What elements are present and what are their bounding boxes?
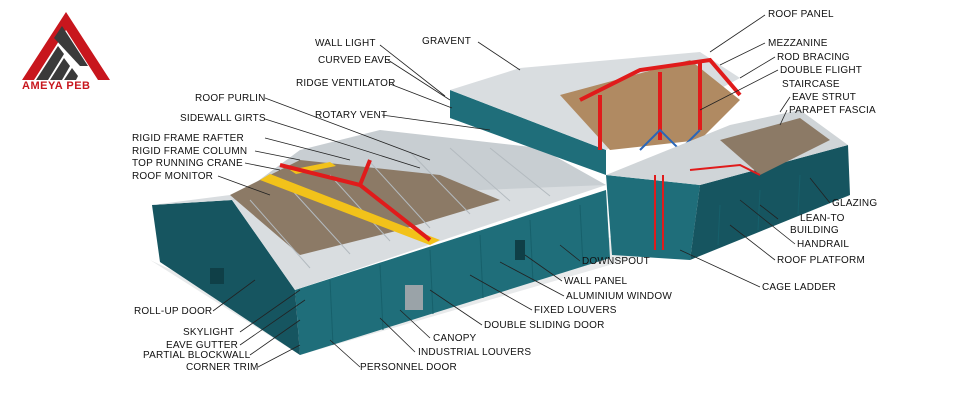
label-staircase: STAIRCASE [782, 79, 840, 90]
label-eave-strut: EAVE STRUT [792, 92, 857, 103]
label-handrail: HANDRAIL [797, 239, 850, 250]
label-roll-up-door: ROLL-UP DOOR [134, 306, 213, 317]
main-front-wall [295, 190, 610, 355]
label-wall-panel: WALL PANEL [564, 276, 628, 287]
label-roof-panel: ROOF PANEL [768, 9, 834, 20]
label-cage-ladder: CAGE LADDER [762, 282, 836, 293]
label-mezzanine: MEZZANINE [768, 38, 828, 49]
main-interior [230, 160, 500, 255]
annex-interior [720, 118, 830, 175]
top-running-crane-beam [260, 174, 440, 245]
label-top-running-crane: TOP RUNNING CRANE [132, 158, 243, 169]
label-partial-blockwall: PARTIAL BLOCKWALL [143, 350, 251, 361]
label-glazing: GLAZING [832, 198, 878, 209]
label-canopy: CANOPY [433, 333, 477, 344]
annex-side-wall [690, 145, 850, 260]
label-rod-bracing: ROD BRACING [777, 52, 850, 63]
label-building: BUILDING [790, 225, 839, 236]
label-eave-gutter: EAVE GUTTER [166, 340, 239, 351]
label-aluminium-window: ALUMINIUM WINDOW [566, 291, 672, 302]
label-sidewall-girts: SIDEWALL GIRTS [180, 113, 266, 124]
label-rigid-frame-rafter: RIGID FRAME RAFTER [132, 133, 244, 144]
label-roof-purlin: ROOF PURLIN [195, 93, 266, 104]
ameya-peb-logo [22, 12, 110, 80]
label-double-flight: DOUBLE FLIGHT [780, 65, 863, 76]
upper-interior [560, 60, 740, 150]
label-downspout: DOWNSPOUT [582, 256, 650, 267]
label-lean-to: LEAN-TO [800, 213, 845, 224]
label-roof-monitor: ROOF MONITOR [132, 171, 214, 182]
label-parapet-fascia: PARAPET FASCIA [789, 105, 876, 116]
label-personnel-door: PERSONNEL DOOR [360, 362, 457, 373]
label-rotary-vent: ROTARY VENT [315, 110, 388, 121]
label-skylight: SKYLIGHT [183, 327, 235, 338]
label-rigid-frame-column: RIGID FRAME COLUMN [132, 146, 248, 157]
label-gravent: GRAVENT [422, 36, 471, 47]
annex-front-wall [606, 175, 700, 260]
label-industrial-louvers: INDUSTRIAL LOUVERS [418, 347, 532, 358]
label-double-sliding-door: DOUBLE SLIDING DOOR [484, 320, 605, 331]
upper-building-wall [450, 90, 606, 175]
label-fixed-louvers: FIXED LOUVERS [534, 305, 617, 316]
label-roof-platform: ROOF PLATFORM [777, 255, 865, 266]
label-wall-light: WALL LIGHT [315, 38, 376, 49]
label-curved-eave: CURVED EAVE [318, 55, 391, 66]
brand-name: AMEYA PEB [22, 80, 91, 92]
label-corner-trim: CORNER TRIM [186, 362, 259, 373]
label-ridge-ventilator: RIDGE VENTILATOR [296, 78, 396, 89]
